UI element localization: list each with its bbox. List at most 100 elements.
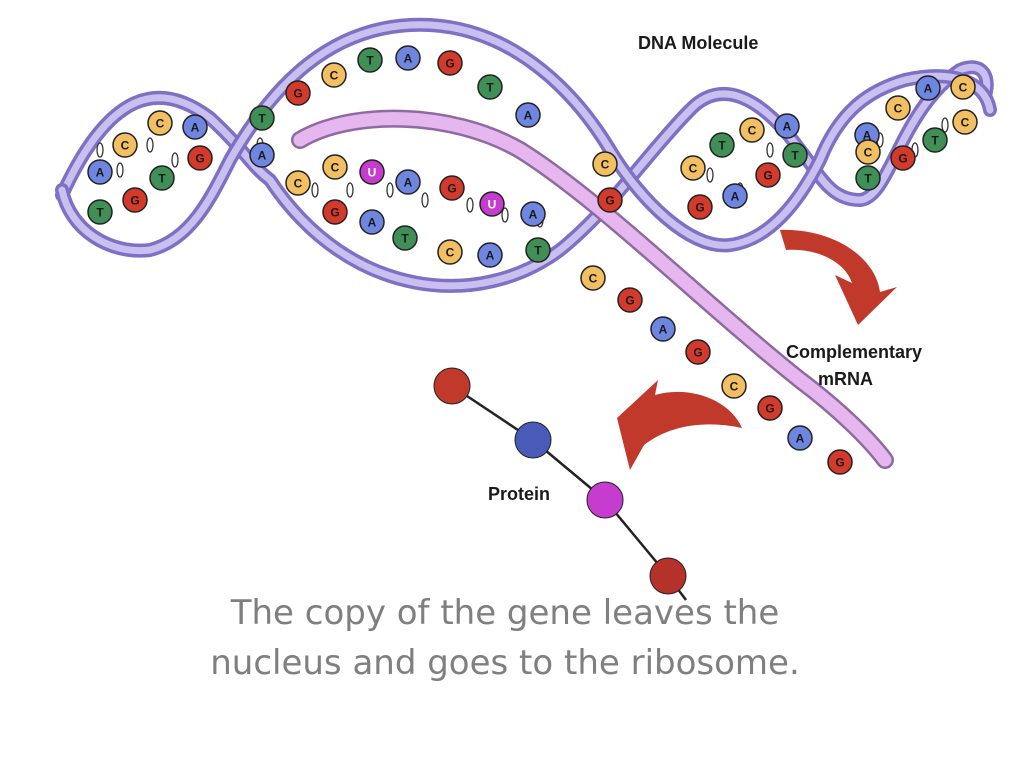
nucleotide-circle bbox=[122, 187, 148, 213]
nucleotide-C: C bbox=[950, 74, 976, 100]
nucleotide-letter: A bbox=[529, 208, 538, 222]
nucleotide-letter: T bbox=[401, 232, 409, 246]
nucleotide-G: G bbox=[617, 287, 643, 313]
nucleotide-circle bbox=[322, 154, 348, 180]
nucleotide-letter: A bbox=[258, 149, 267, 163]
nucleotide-letter: A bbox=[796, 432, 805, 446]
nucleotide-A: A bbox=[515, 102, 541, 128]
nucleotide-letter: A bbox=[524, 109, 533, 123]
nucleotide-circle bbox=[149, 165, 175, 191]
nucleotide-letter: A bbox=[863, 129, 872, 143]
nucleotide-circle bbox=[757, 395, 783, 421]
nucleotide-letter: C bbox=[961, 116, 970, 130]
nucleotide-T: T bbox=[922, 127, 948, 153]
nucleotide-letter: G bbox=[445, 57, 454, 71]
nucleotide-A: A bbox=[787, 425, 813, 451]
nucleotide-A: A bbox=[182, 114, 208, 140]
nucleotide-letter: C bbox=[330, 69, 339, 83]
nucleotide-T: T bbox=[709, 132, 735, 158]
protein-amino-acid-bead bbox=[433, 367, 471, 405]
nucleotide-letter: T bbox=[158, 172, 166, 186]
nucleotide-letter: T bbox=[258, 112, 266, 126]
nucleotide-letter: C bbox=[689, 162, 698, 176]
nucleotide-letter: C bbox=[156, 117, 165, 131]
nucleotide-letter: T bbox=[718, 139, 726, 153]
nucleotide-G: G bbox=[757, 395, 783, 421]
nucleotide-circle bbox=[525, 237, 551, 263]
nucleotide-T: T bbox=[149, 165, 175, 191]
nucleotide-A: A bbox=[359, 209, 385, 235]
nucleotide-letter: A bbox=[486, 249, 495, 263]
nucleotide-letter: T bbox=[864, 172, 872, 186]
nucleotide-circle bbox=[321, 62, 347, 88]
nucleotide-T: T bbox=[855, 165, 881, 191]
nucleotide-circle bbox=[885, 95, 911, 121]
protein-amino-acid-bead bbox=[514, 421, 552, 459]
nucleotide-C: C bbox=[285, 170, 311, 196]
nucleotide-C: C bbox=[592, 151, 618, 177]
nucleotide-circle bbox=[680, 155, 706, 181]
nucleotide-G: G bbox=[439, 175, 465, 201]
nucleotide-C: C bbox=[739, 117, 765, 143]
nucleotide-circle bbox=[739, 117, 765, 143]
nucleotide-circle bbox=[395, 169, 421, 195]
nucleotide-letter: U bbox=[488, 198, 497, 212]
nucleotide-circle bbox=[182, 114, 208, 140]
nucleotide-circle bbox=[922, 127, 948, 153]
nucleotide-letter: T bbox=[366, 54, 374, 68]
nucleotide-letter: T bbox=[931, 134, 939, 148]
nucleotide-letter: C bbox=[864, 146, 873, 160]
nucleotide-C: C bbox=[147, 110, 173, 136]
nucleotide-letter: A bbox=[924, 82, 933, 96]
nucleotide-C: C bbox=[885, 95, 911, 121]
nucleotide-G: G bbox=[597, 187, 623, 213]
nucleotide-letter: C bbox=[589, 272, 598, 286]
nucleotide-letter: T bbox=[96, 206, 104, 220]
nucleotide-letter: T bbox=[791, 149, 799, 163]
label-dna-molecule: DNA Molecule bbox=[638, 33, 758, 53]
nucleotide-letter: G bbox=[605, 194, 614, 208]
nucleotide-circle bbox=[515, 102, 541, 128]
nucleotide-circle bbox=[520, 201, 546, 227]
nucleotide-circle bbox=[112, 132, 138, 158]
nucleotide-circle bbox=[437, 50, 463, 76]
nucleotide-letter: G bbox=[693, 346, 702, 360]
nucleotide-circle bbox=[580, 265, 606, 291]
nucleotide-C: C bbox=[321, 62, 347, 88]
nucleotide-letter: G bbox=[130, 194, 139, 208]
nucleotide-letter: G bbox=[765, 402, 774, 416]
nucleotide-circle bbox=[855, 165, 881, 191]
nucleotide-circle bbox=[395, 45, 421, 71]
nucleotide-circle bbox=[709, 132, 735, 158]
nucleotide-letter: G bbox=[625, 294, 634, 308]
nucleotide-G: G bbox=[827, 449, 853, 475]
nucleotide-letter: G bbox=[695, 201, 704, 215]
nucleotide-U: U bbox=[479, 191, 505, 217]
nucleotide-circle bbox=[952, 109, 978, 135]
arrow-transcription bbox=[780, 229, 897, 325]
nucleotide-circle bbox=[774, 113, 800, 139]
nucleotide-circle bbox=[187, 145, 213, 171]
nucleotide-letter: A bbox=[404, 176, 413, 190]
nucleotide-letter: G bbox=[763, 169, 772, 183]
nucleotide-letter: C bbox=[446, 246, 455, 260]
nucleotide-letter: C bbox=[294, 177, 303, 191]
arrow-translation bbox=[617, 380, 742, 470]
nucleotide-letter: A bbox=[404, 52, 413, 66]
nucleotide-C: C bbox=[112, 132, 138, 158]
nucleotide-letter: C bbox=[331, 161, 340, 175]
nucleotide-letter: C bbox=[601, 158, 610, 172]
nucleotide-letter: T bbox=[534, 244, 542, 258]
protein-chain bbox=[433, 367, 687, 601]
nucleotide-C: C bbox=[952, 109, 978, 135]
dna-backbone-front-highlight bbox=[58, 21, 994, 255]
nucleotide-A: A bbox=[249, 142, 275, 168]
protein-amino-acid-bead bbox=[649, 557, 687, 595]
label-mrna: mRNA bbox=[818, 369, 873, 389]
nucleotide-A: A bbox=[395, 45, 421, 71]
nucleotide-G: G bbox=[437, 50, 463, 76]
slide-caption: The copy of the gene leaves the nucleus … bbox=[80, 588, 930, 688]
nucleotide-circle bbox=[650, 316, 676, 342]
